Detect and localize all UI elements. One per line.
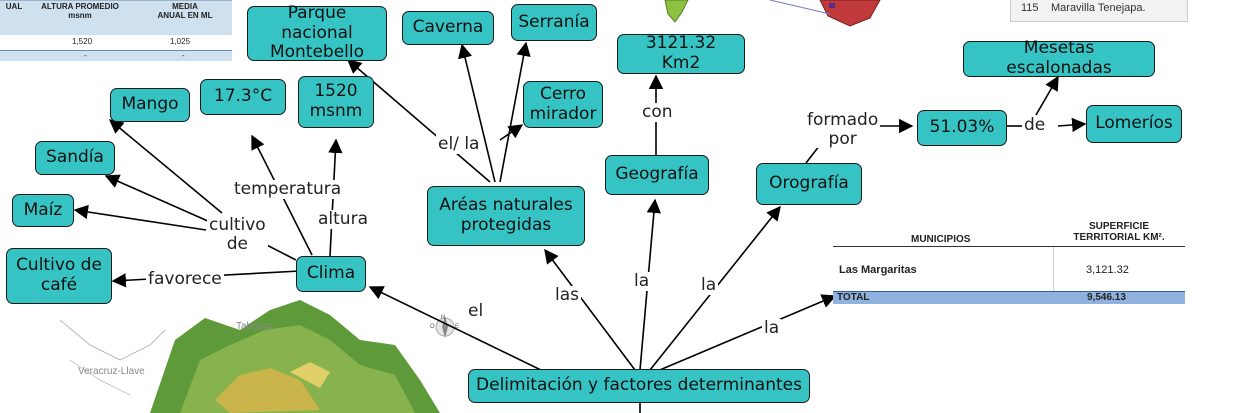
node-altura-msnm[interactable]: 1520 msnm	[298, 76, 374, 128]
header-superficie: SUPERFICIE TERRITORIAL KM².	[1073, 221, 1165, 243]
link-label-con: con	[640, 102, 675, 122]
header-municipios: MUNICIPIOS	[911, 234, 971, 245]
node-temperatura[interactable]: 17.3°C	[200, 79, 286, 115]
summary-1: -	[84, 51, 87, 60]
node-serrania[interactable]: Serranía	[511, 4, 597, 41]
compass-north: N	[441, 315, 446, 321]
link-label-las: las	[553, 285, 581, 305]
link-label-favorece: favorece	[146, 269, 224, 289]
cell-altura: 1,520	[72, 37, 93, 46]
node-superficie-km2[interactable]: 3121.32 Km2	[617, 34, 745, 74]
map-label-tabasco: Tabasco	[236, 321, 274, 332]
node-sandia[interactable]: Sandía	[35, 141, 115, 175]
header-altura-promedio: ALTURA PROMEDIO msnm	[41, 2, 119, 20]
link-label-el-la: el/ la	[436, 134, 482, 154]
cell-margaritas-value: 3,121.32	[1086, 264, 1129, 276]
header-anual: UAL	[5, 2, 23, 11]
altitude-table-header: UAL ALTURA PROMEDIO msnm MEDIA ANUAL EN …	[0, 0, 232, 35]
node-maiz[interactable]: Maíz	[12, 194, 74, 227]
header-media-anual: MEDIA ANUAL EN ML	[157, 2, 213, 20]
strip-number: 115	[1021, 2, 1039, 14]
strip-text: Maravilla Tenejapa.	[1051, 2, 1146, 14]
link-label-cultivo-de: cultivo de	[207, 215, 268, 254]
column-divider	[1053, 247, 1054, 291]
surface-table: MUNICIPIOS SUPERFICIE TERRITORIAL KM². L…	[833, 221, 1185, 304]
link-label-la-table: la	[762, 318, 782, 338]
cell-media: 1,025	[170, 37, 191, 46]
node-clima[interactable]: Clima	[296, 256, 366, 292]
node-cultivo-cafe[interactable]: Cultivo de café	[6, 248, 112, 304]
node-caverna[interactable]: Caverna	[402, 11, 494, 45]
link-label-el: el	[466, 301, 486, 321]
municipality-list-strip: 115 Maravilla Tenejapa.	[1010, 0, 1188, 22]
link-label-temperatura: temperatura	[232, 179, 344, 199]
surface-table-col1: MUNICIPIOS	[833, 222, 1053, 247]
altitude-table: UAL ALTURA PROMEDIO msnm MEDIA ANUAL EN …	[0, 0, 232, 62]
compass-west: O	[430, 324, 435, 330]
compass-east: E	[455, 324, 460, 330]
link-label-la-orografia: la	[699, 275, 719, 295]
node-areas-naturales[interactable]: Aréas naturales protegidas	[427, 186, 585, 246]
link-label-altura: altura	[316, 209, 370, 229]
altitude-table-summary: - -	[0, 50, 232, 61]
node-parque-montebello[interactable]: Parque nacional Montebello	[247, 3, 387, 62]
node-geografia[interactable]: Geografía	[605, 155, 709, 195]
summary-2: -	[182, 51, 185, 60]
surface-table-col2: SUPERFICIE TERRITORIAL KM².	[1053, 221, 1185, 247]
link-label-la-geografia: la	[632, 271, 652, 291]
map-label-veracruz: Veracruz-Llave	[78, 366, 145, 377]
cell-las-margaritas: Las Margaritas	[839, 264, 917, 276]
link-label-formado-por: formado por	[805, 110, 881, 149]
cell-total-label: TOTAL	[837, 292, 870, 303]
node-orografia[interactable]: Orografía	[756, 163, 862, 205]
surface-table-total: TOTAL 9,546.13	[833, 291, 1185, 304]
cell-total-value: 9,546.13	[1087, 292, 1126, 303]
node-cerro-mirador[interactable]: Cerro mirador	[523, 81, 603, 128]
node-mango[interactable]: Mango	[110, 88, 190, 122]
node-delimitacion[interactable]: Delimitación y factores determinantes	[468, 369, 810, 403]
node-lomerios[interactable]: Lomeríos	[1086, 105, 1182, 143]
link-label-de: de	[1022, 115, 1048, 135]
node-porcentaje[interactable]: 51.03%	[917, 110, 1007, 146]
node-mesetas[interactable]: Mesetas escalonadas	[963, 39, 1155, 78]
